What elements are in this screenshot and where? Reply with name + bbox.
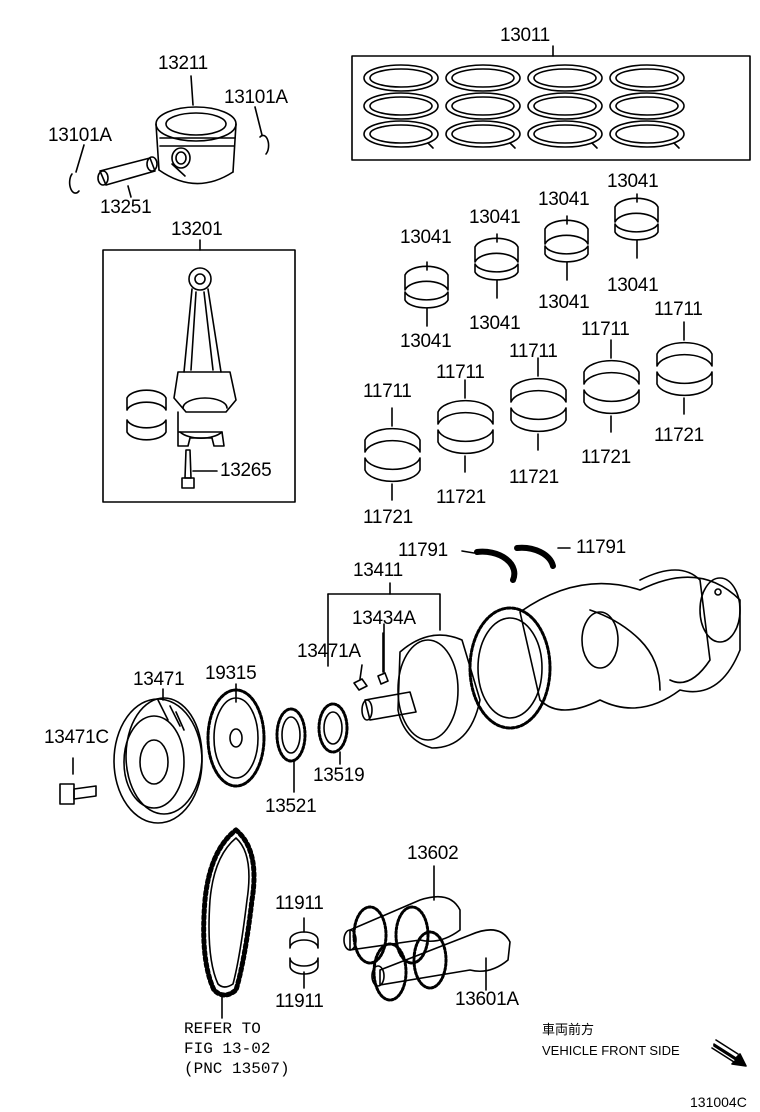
balance-shafts xyxy=(344,866,510,1000)
callout-13041-c[interactable]: 13041 xyxy=(538,189,590,210)
pulley-bolt xyxy=(60,758,96,804)
piston xyxy=(156,76,236,184)
callout-11711-c[interactable]: 11711 xyxy=(509,341,558,362)
balance-shaft-bearings xyxy=(290,918,318,988)
vehicle-front-arrow xyxy=(712,1040,746,1066)
callout-13041-a[interactable]: 13041 xyxy=(400,227,452,248)
callout-11711-d[interactable]: 11711 xyxy=(581,319,630,340)
callout-11911-bottom[interactable]: 11911 xyxy=(275,991,324,1012)
direction-japanese: 車両前方 xyxy=(542,1022,595,1037)
callout-13041-d[interactable]: 13041 xyxy=(607,171,659,192)
callout-11791-right[interactable]: 11791 xyxy=(576,537,626,558)
callout-19315[interactable]: 19315 xyxy=(205,663,257,684)
callout-11711-e[interactable]: 11711 xyxy=(654,299,703,320)
piston-pin-snap-rings xyxy=(70,107,269,193)
piston-ring-set xyxy=(352,46,750,160)
callout-11721-d[interactable]: 11721 xyxy=(581,447,631,468)
callout-13101a-left[interactable]: 13101A xyxy=(48,125,112,146)
callout-13521[interactable]: 13521 xyxy=(265,796,317,817)
callout-11721-b[interactable]: 11721 xyxy=(436,487,486,508)
callout-11711-a[interactable]: 11711 xyxy=(363,381,412,402)
callout-13471[interactable]: 13471 xyxy=(133,669,185,690)
refer-note-line2: FIG 13-02 xyxy=(184,1040,271,1058)
callout-11791-left[interactable]: 11791 xyxy=(398,540,448,561)
crankshaft-pulley xyxy=(114,689,202,823)
callout-13602[interactable]: 13602 xyxy=(407,843,459,864)
callout-11911-top[interactable]: 11911 xyxy=(275,893,324,914)
timing-sprocket xyxy=(208,684,264,786)
refer-note-line3: (PNC 13507) xyxy=(184,1060,290,1078)
callout-13519[interactable]: 13519 xyxy=(313,765,365,786)
refer-note-line1: REFER TO xyxy=(184,1020,261,1038)
connecting-rod-assembly xyxy=(103,240,295,502)
thrust-washers xyxy=(462,548,570,580)
callout-13041-h[interactable]: 13041 xyxy=(607,275,659,296)
callout-13265[interactable]: 13265 xyxy=(220,460,272,481)
callout-13251[interactable]: 13251 xyxy=(100,197,152,218)
callout-13011[interactable]: 13011 xyxy=(500,25,550,46)
callout-13411[interactable]: 13411 xyxy=(353,560,403,581)
callout-13471c[interactable]: 13471C xyxy=(44,727,109,748)
callout-13041-e[interactable]: 13041 xyxy=(400,331,452,352)
callout-13101a-right[interactable]: 13101A xyxy=(224,87,288,108)
callout-13471a[interactable]: 13471A xyxy=(297,641,361,662)
callout-13201[interactable]: 13201 xyxy=(171,219,223,240)
figure-code: 131004C xyxy=(690,1094,747,1110)
timing-chain xyxy=(204,830,254,1018)
callout-13041-b[interactable]: 13041 xyxy=(469,207,521,228)
crankshaft xyxy=(328,570,740,748)
callout-11721-c[interactable]: 11721 xyxy=(509,467,559,488)
crankshaft-keys xyxy=(354,633,388,690)
piston-pin xyxy=(98,157,157,197)
direction-english: VEHICLE FRONT SIDE xyxy=(542,1043,680,1058)
callout-11721-a[interactable]: 11721 xyxy=(363,507,413,528)
crankshaft-timing-gear xyxy=(277,709,305,792)
callout-13041-g[interactable]: 13041 xyxy=(538,292,590,313)
callout-13601a[interactable]: 13601A xyxy=(455,989,519,1010)
callout-13211[interactable]: 13211 xyxy=(158,53,208,74)
callout-11711-b[interactable]: 11711 xyxy=(436,362,485,383)
crankshaft-bearings xyxy=(365,193,713,500)
oil-pump-drive-gear xyxy=(319,704,347,764)
callout-11721-e[interactable]: 11721 xyxy=(654,425,704,446)
callout-13041-f[interactable]: 13041 xyxy=(469,313,521,334)
callout-13434a[interactable]: 13434A xyxy=(352,608,416,629)
